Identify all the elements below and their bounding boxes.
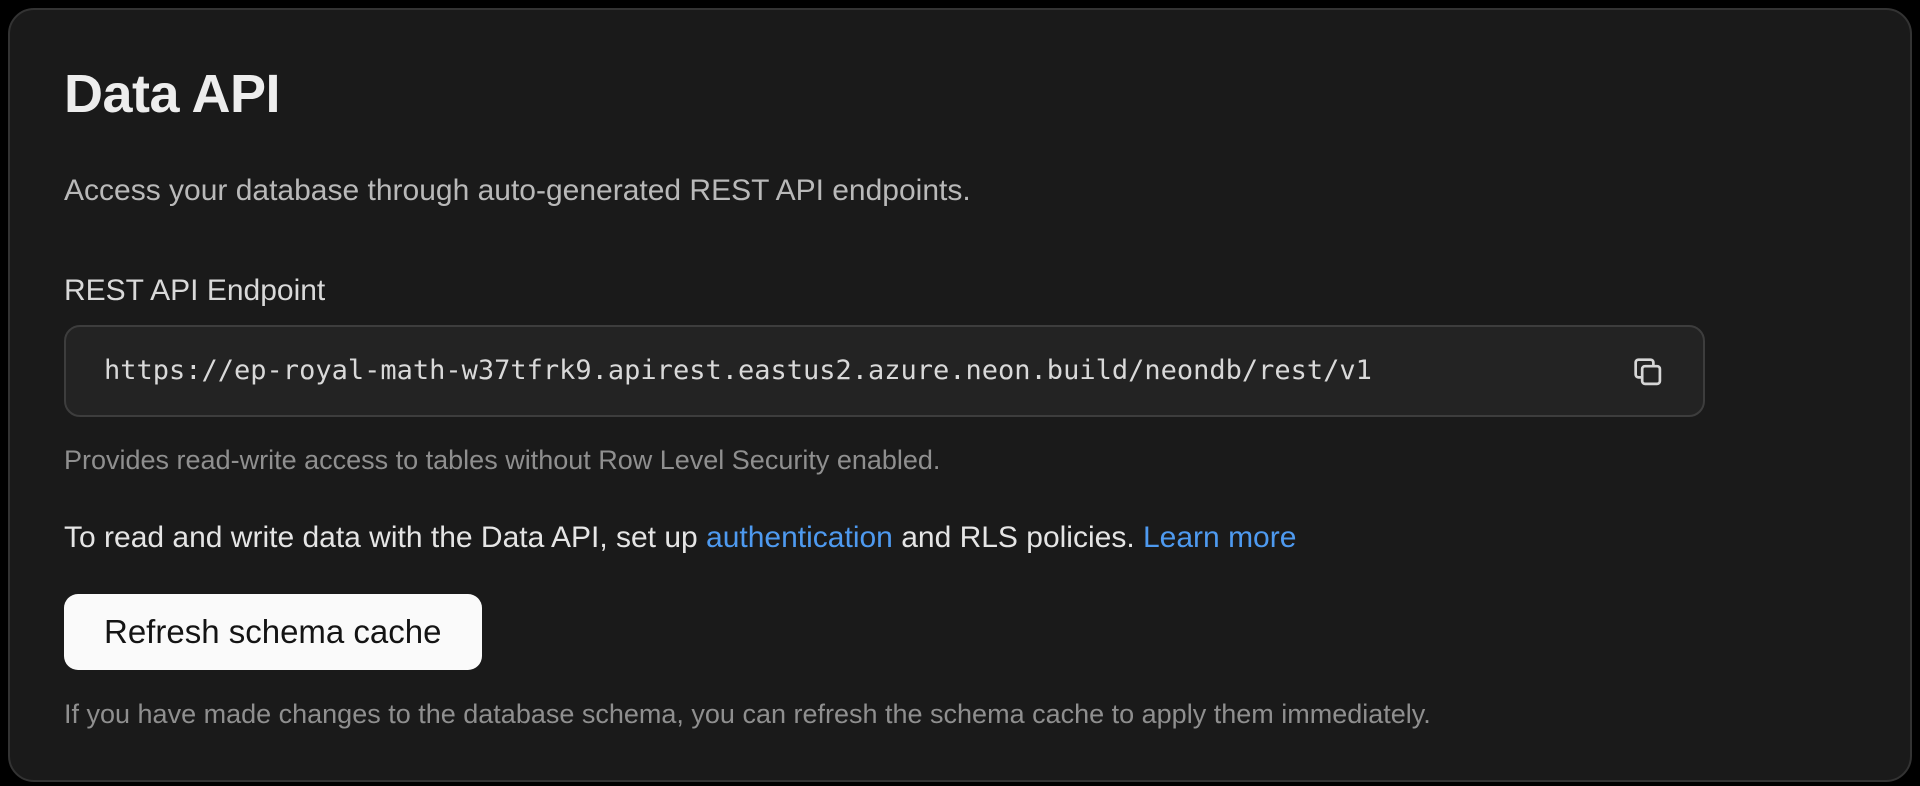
rest-endpoint-field[interactable]: https://ep-royal-math-w37tfrk9.apirest.e… (64, 324, 1705, 417)
rls-note: To read and write data with the Data API… (64, 518, 1856, 558)
endpoint-helper-text: Provides read-write access to tables wit… (64, 444, 941, 475)
schema-cache-helper-text: If you have made changes to the database… (64, 698, 1431, 729)
authentication-link[interactable]: authentication (706, 520, 893, 554)
rest-endpoint-url[interactable]: https://ep-royal-math-w37tfrk9.apirest.e… (104, 355, 1372, 387)
copy-icon (1630, 354, 1664, 388)
endpoint-label: REST API Endpoint (64, 273, 326, 307)
page-description: Access your database through auto-genera… (64, 173, 971, 207)
refresh-schema-cache-button[interactable]: Refresh schema cache (64, 593, 482, 670)
rls-note-prefix: To read and write data with the Data API… (64, 520, 707, 554)
rls-note-middle: and RLS policies. (892, 520, 1143, 554)
data-api-panel: Data API Access your database through au… (8, 8, 1912, 782)
copy-button[interactable] (1619, 343, 1675, 399)
page-title: Data API (64, 64, 281, 124)
learn-more-link[interactable]: Learn more (1143, 520, 1297, 554)
